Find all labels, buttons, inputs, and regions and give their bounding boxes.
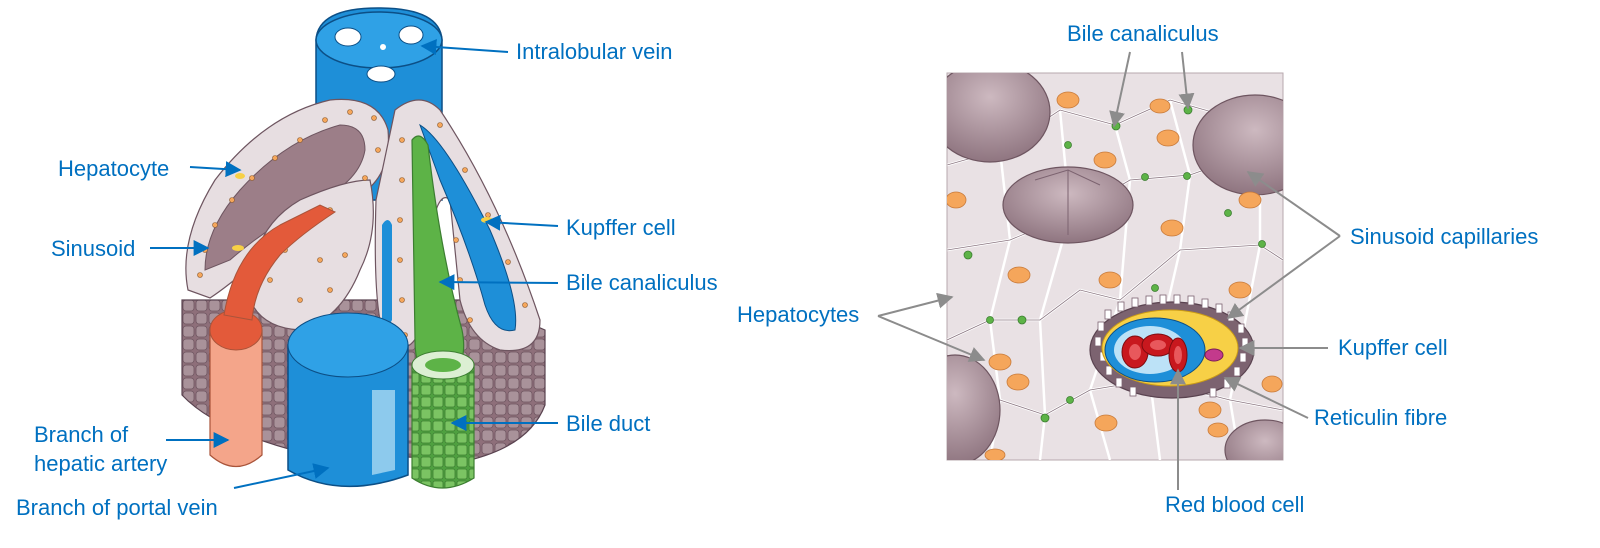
label-bile-canaliculus-right: Bile canaliculus <box>1067 21 1219 46</box>
label-hepatocytes: Hepatocytes <box>737 302 860 327</box>
red-blood-cells <box>1121 333 1188 373</box>
bile-duct-tube <box>411 364 475 489</box>
sinusoid-bowl <box>1224 419 1283 460</box>
lobule-illustration <box>181 7 546 489</box>
label-intralobular-vein: Intralobular vein <box>516 39 673 64</box>
sinusoid-bowl <box>1192 94 1283 196</box>
label-bile-canaliculus-left: Bile canaliculus <box>566 270 718 295</box>
right-callout-arrows <box>877 51 1341 490</box>
label-bile-duct: Bile duct <box>566 411 651 436</box>
label-kupffer-cell-right: Kupffer cell <box>1338 335 1448 360</box>
label-branch-hepatic-artery-line1: Branch of <box>34 422 129 447</box>
label-kupffer-cell-left: Kupffer cell <box>566 215 676 240</box>
label-hepatocyte: Hepatocyte <box>58 156 170 181</box>
label-branch-portal-vein: Branch of portal vein <box>16 495 218 520</box>
label-reticulin-fibre: Reticulin fibre <box>1314 405 1448 430</box>
sinusoid-bowl <box>947 354 1001 460</box>
left-callout-arrows <box>150 39 559 489</box>
sinusoid-capillary-cross-section <box>1089 294 1255 399</box>
label-branch-hepatic-artery-line2: hepatic artery <box>34 451 168 476</box>
label-sinusoid-capillaries: Sinusoid capillaries <box>1350 224 1539 249</box>
hepatocyte-nuclei <box>947 91 1283 460</box>
tissue-section <box>946 72 1284 461</box>
label-sinusoid: Sinusoid <box>51 236 136 261</box>
label-red-blood-cell: Red blood cell <box>1165 492 1305 517</box>
sinusoid-bowl <box>947 73 1051 163</box>
